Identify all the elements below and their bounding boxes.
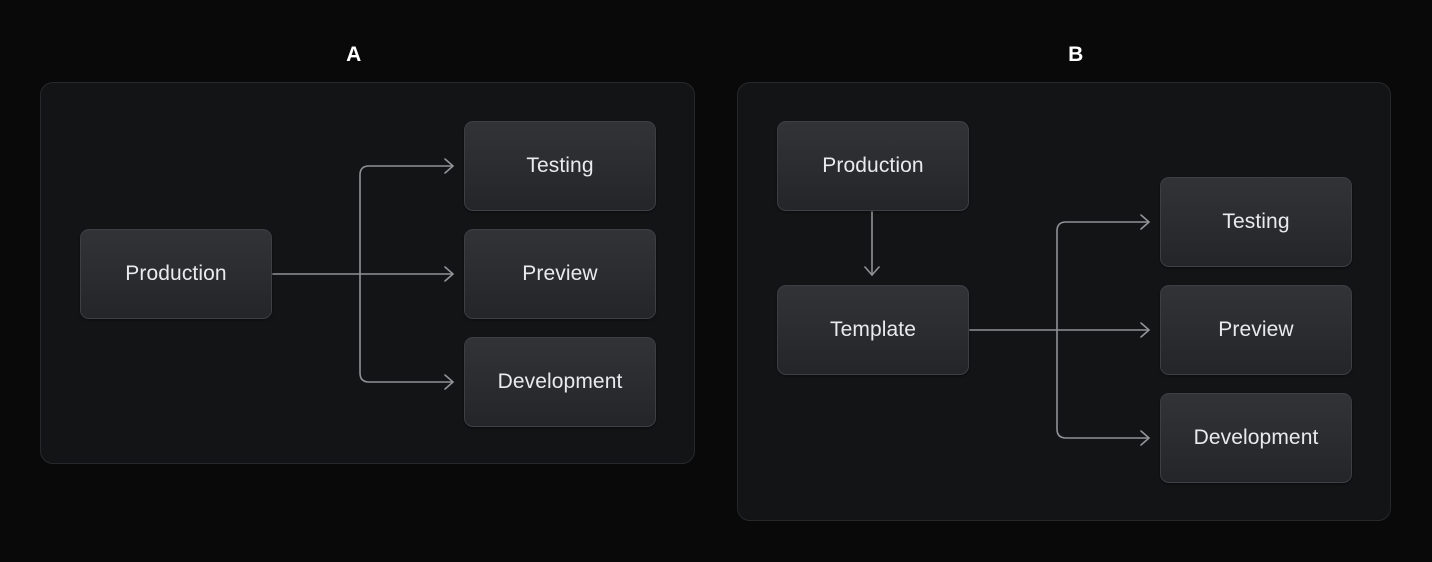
panel-a-caption: A bbox=[346, 43, 362, 66]
node-b-testing[interactable]: Testing bbox=[1160, 177, 1352, 267]
node-a-preview[interactable]: Preview bbox=[464, 229, 656, 319]
node-a-production[interactable]: Production bbox=[80, 229, 272, 319]
node-b-template[interactable]: Template bbox=[777, 285, 969, 375]
node-b-preview[interactable]: Preview bbox=[1160, 285, 1352, 375]
node-a-development[interactable]: Development bbox=[464, 337, 656, 427]
node-b-production[interactable]: Production bbox=[777, 121, 969, 211]
node-a-testing[interactable]: Testing bbox=[464, 121, 656, 211]
node-b-development[interactable]: Development bbox=[1160, 393, 1352, 483]
panel-b-caption: B bbox=[1068, 43, 1084, 66]
